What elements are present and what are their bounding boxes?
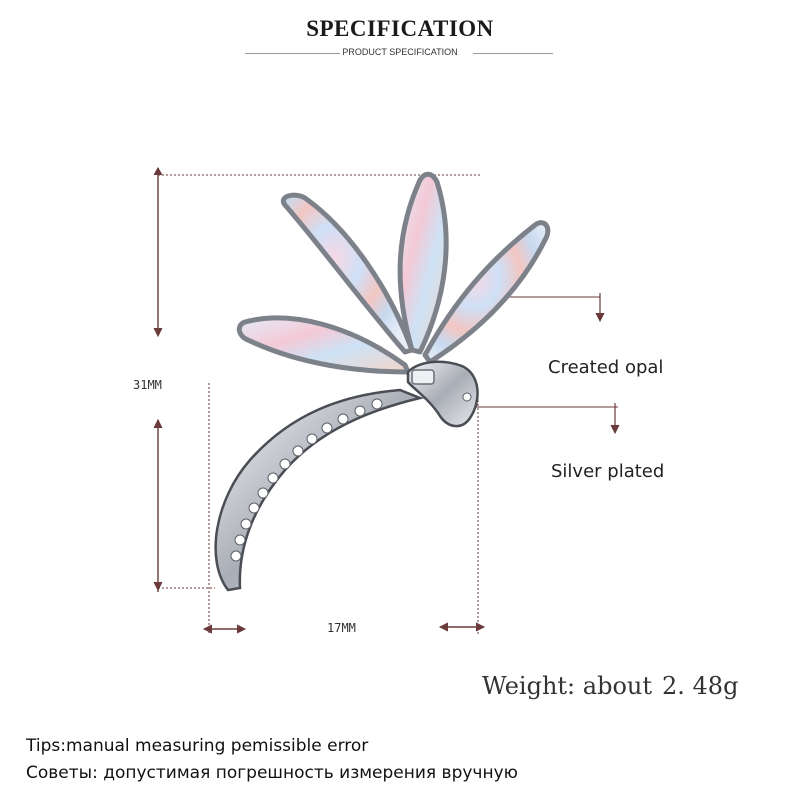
- page-subtitle: PRODUCT SPECIFICATION: [342, 47, 458, 57]
- page-title: SPECIFICATION: [306, 16, 494, 41]
- height-label: 31MM: [133, 378, 162, 392]
- dragonfly-head: [406, 360, 479, 428]
- dragonfly-wings: [236, 171, 551, 375]
- tip-english: Tips:manual measuring pemissible error: [26, 736, 369, 756]
- width-dimension: [202, 383, 486, 635]
- weight-label: Weight: about: [482, 672, 652, 700]
- dragonfly-tail: [214, 388, 425, 592]
- stone-callout-label: Created opal: [548, 357, 664, 378]
- metal-callout-label: Silver plated: [551, 461, 665, 482]
- width-label: 17MM: [327, 621, 356, 635]
- header-divider-right: [473, 53, 553, 54]
- header-divider-left: [245, 53, 340, 54]
- tip-russian: Советы: допустимая погрешность измерения…: [26, 763, 518, 783]
- height-dimension: [153, 166, 480, 592]
- weight-value: 2. 48g: [662, 672, 739, 700]
- weight-info: Weight: about 2. 48g: [482, 672, 738, 700]
